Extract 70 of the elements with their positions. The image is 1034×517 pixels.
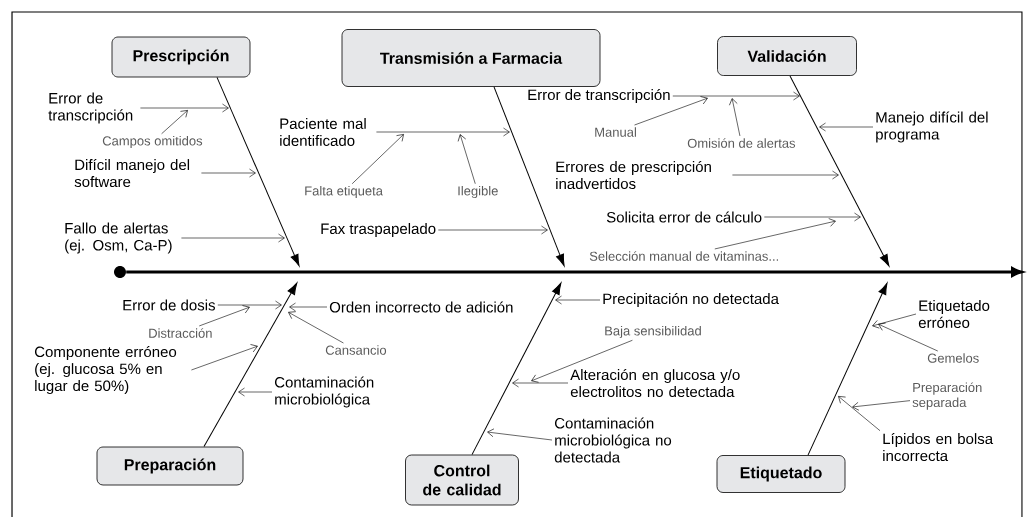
sub-cause-label: Preparación separada (912, 382, 982, 410)
cause-arrow (217, 300, 282, 310)
cause-arrow (487, 428, 553, 441)
bone-arrow (807, 282, 888, 456)
cause-arrow (181, 233, 285, 243)
sub-cause-label: Selección manual de vitaminas... (589, 251, 779, 261)
bone-arrow (493, 86, 565, 267)
sub-cause-label: Ilegible (458, 185, 498, 199)
category-box: Validación (717, 36, 857, 76)
category-box: Control de calidad (405, 454, 519, 506)
cause-arrow (376, 127, 510, 137)
cause-arrow (198, 305, 250, 327)
cause-arrow (161, 110, 188, 135)
sub-cause-label: Falta etiqueta (305, 185, 383, 199)
sub-cause-label: Manual (595, 127, 636, 137)
cause-arrow (634, 96, 708, 126)
sub-cause-label: Campos omitidos (102, 135, 203, 149)
category-box: Etiquetado (716, 455, 846, 493)
bone-arrow (471, 282, 562, 456)
cause-arrow (764, 212, 861, 222)
cause-arrow (289, 302, 328, 312)
cause-arrow (729, 98, 741, 137)
cause-arrow (819, 122, 874, 132)
bone-arrow (789, 75, 890, 267)
cause-label: Solicita error de cálculo (606, 211, 762, 223)
category-box: Transmisión a Farmacia (341, 29, 601, 87)
cause-label: Fax traspapelado (321, 223, 436, 237)
cause-arrow (852, 400, 911, 411)
cause-label: Manejo difícil del programa (876, 111, 988, 143)
cause-label: Errores de prescripción inadvertidos (556, 160, 711, 190)
cause-arrow (140, 103, 229, 113)
cause-arrow (555, 295, 601, 305)
cause-arrow (878, 322, 939, 352)
cause-label: Paciente mal identificado (280, 118, 366, 146)
cause-arrow (714, 218, 836, 250)
cause-arrow (838, 396, 881, 431)
bone-arrow (216, 76, 300, 267)
sub-cause-label: Gemelos (927, 353, 979, 363)
sub-cause-label: Baja sensibilidad (605, 325, 701, 339)
category-box: Prescripción (111, 36, 251, 78)
cause-label: Contaminación microbiológica (274, 376, 374, 408)
cause-label: Alteración en glucosa y/o electrolitos no detectada (570, 368, 740, 398)
cause-arrow (457, 134, 476, 185)
cause-arrow (238, 387, 273, 397)
cause-arrow (351, 134, 404, 185)
cause-label: Etiquetado erróneo (918, 300, 990, 328)
cause-arrow (438, 225, 548, 235)
cause-arrow (872, 313, 917, 329)
cause-arrow (732, 170, 839, 180)
cause-label: Lípidos en bolsa incorrecta (883, 432, 994, 462)
cause-label: Contaminación microbiológica no detectada (554, 417, 672, 463)
cause-arrow (288, 311, 344, 344)
cause-label: Componente erróneo (ej. glucosa 5% en lugar de 50%) (34, 345, 177, 395)
cause-label: Precipitación no detectada (603, 292, 779, 308)
cause-arrow (531, 339, 633, 383)
cause-label: Error de dosis (123, 299, 215, 311)
cause-arrow (672, 91, 800, 101)
category-box: Preparación (96, 446, 244, 486)
sub-cause-label: Omisión de alertas (687, 138, 796, 148)
sub-cause-label: Cansancio (325, 345, 387, 355)
cause-label: Difícil manejo del software (74, 158, 190, 188)
cause-arrow (191, 344, 258, 371)
cause-label: Error de transcripción (528, 88, 670, 104)
cause-label: Fallo de alertas (ej. Osm, Ca-P) (65, 222, 172, 254)
bone-arrow (203, 282, 298, 448)
sub-cause-label: Distracción (149, 328, 212, 338)
cause-label: Error de transcripción (48, 92, 133, 124)
cause-arrow (512, 378, 569, 388)
cause-arrow (201, 168, 256, 178)
cause-label: Orden incorrecto de adición (329, 301, 513, 313)
